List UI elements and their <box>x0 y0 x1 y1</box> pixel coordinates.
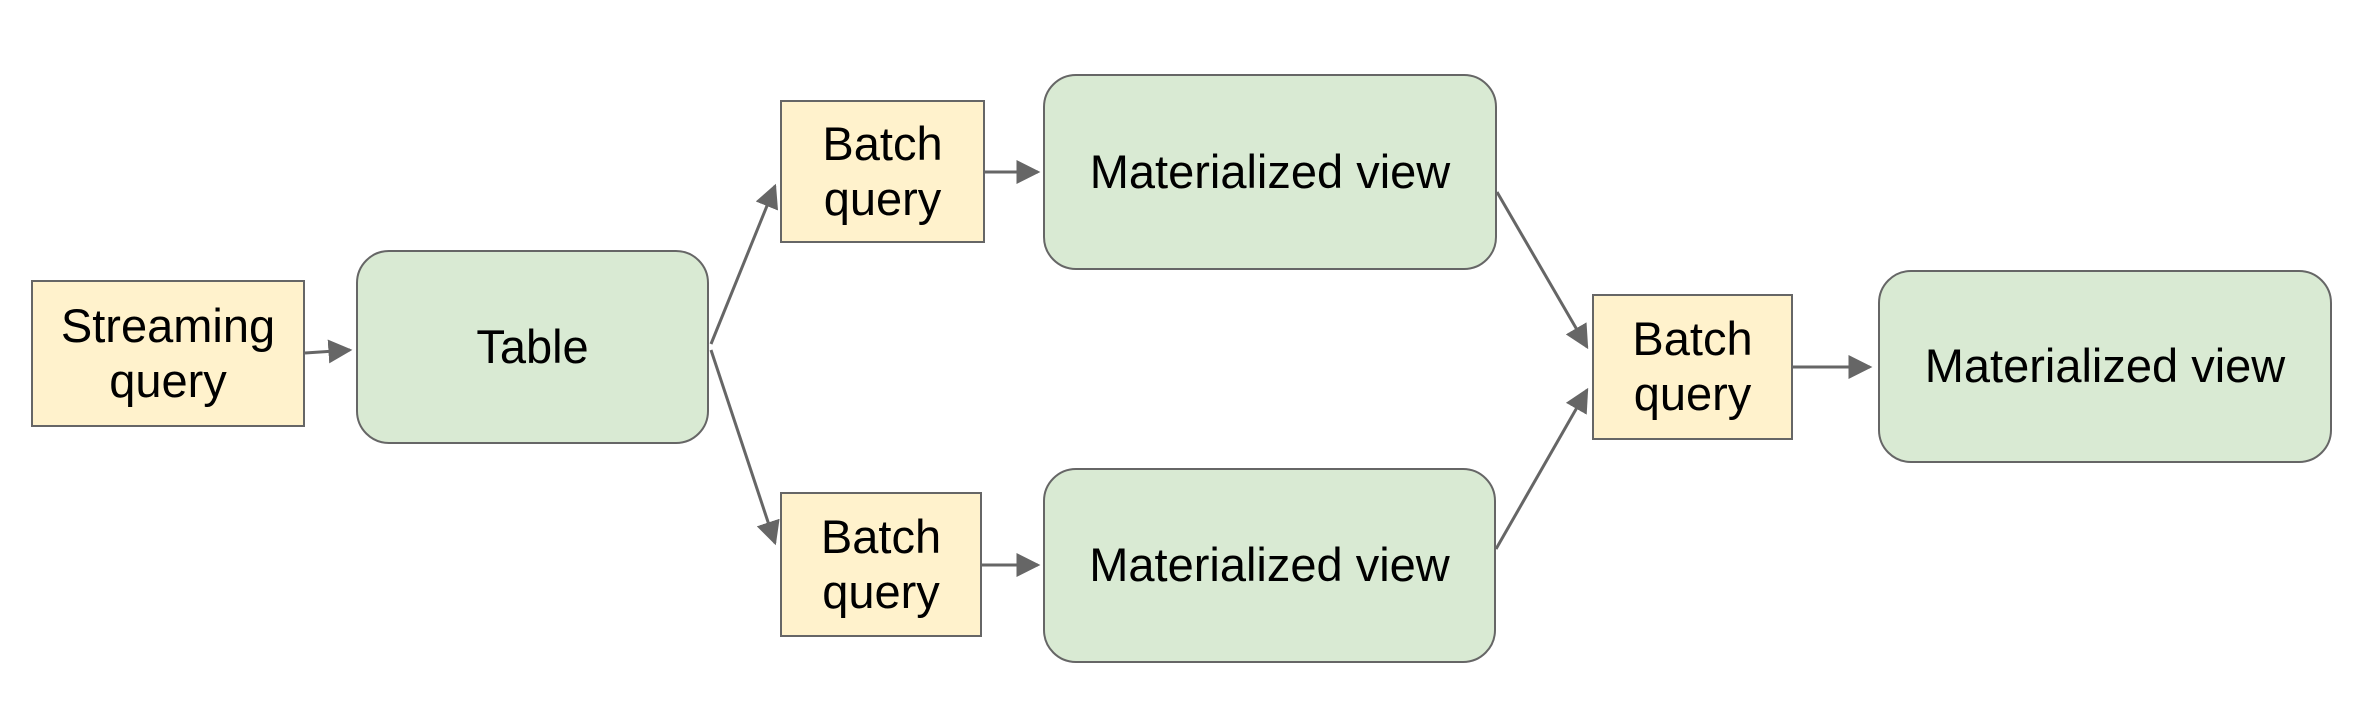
edge-table-to-batch-query-bottom <box>709 349 780 546</box>
node-materialized-view-top: Materialized view <box>1043 74 1497 270</box>
node-label: Streaming query <box>60 298 276 407</box>
edge-mv-top-to-batch-query-right <box>1495 191 1589 350</box>
node-materialized-view-final: Materialized view <box>1878 270 2332 463</box>
node-label: Materialized view <box>1924 339 2286 393</box>
node-label: Batch query <box>1632 312 1753 420</box>
node-label: Materialized view <box>1089 144 1451 198</box>
edge-streaming-query-to-table <box>304 339 353 364</box>
node-batch-query-bottom: Batch query <box>780 492 982 637</box>
node-label: Materialized view <box>1089 538 1450 592</box>
node-batch-query-right: Batch query <box>1592 294 1793 440</box>
node-label: Table <box>476 319 589 373</box>
node-streaming-query: Streaming query <box>31 280 305 427</box>
node-materialized-view-bottom: Materialized view <box>1043 468 1496 663</box>
edge-mv-bottom-to-batch-query-right <box>1494 387 1589 550</box>
node-label: Batch query <box>820 509 942 618</box>
node-table: Table <box>356 250 709 444</box>
edge-table-to-batch-query-top <box>709 183 779 345</box>
node-batch-query-top: Batch query <box>780 100 985 243</box>
node-label: Batch query <box>822 116 943 225</box>
